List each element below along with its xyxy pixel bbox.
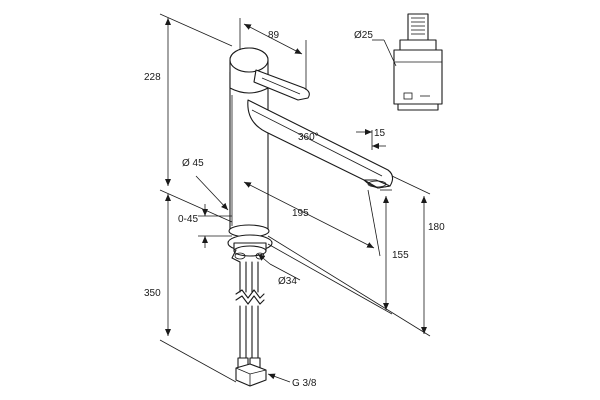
dimension-labels: 228 350 89 360° 15 Ø 45 0-45 195 155 180… [144, 30, 445, 389]
label-cartridge-diameter: Ø25 [354, 30, 373, 41]
label-total-height: 228 [144, 72, 161, 83]
label-counter-thickness: 0-45 [178, 214, 198, 225]
label-spout-reach: 195 [292, 208, 309, 219]
lever-handle [229, 47, 310, 101]
label-base-diameter: Ø 45 [182, 158, 204, 169]
mounting-assembly [227, 234, 273, 263]
label-spout-thickness: 15 [374, 128, 386, 139]
label-lever-length: 89 [268, 30, 280, 41]
cartridge [393, 13, 443, 111]
label-swivel-angle: 360° [298, 132, 319, 143]
label-thread: G 3/8 [292, 378, 317, 389]
dimension-lines [159, 13, 431, 383]
label-spout-height: 180 [428, 222, 445, 233]
label-below-counter: 350 [144, 288, 161, 299]
label-hole-diameter: Ø34 [278, 276, 297, 287]
supply-hoses [235, 261, 267, 387]
spout [247, 99, 394, 189]
faucet-body [228, 71, 270, 238]
label-outlet-height: 155 [392, 250, 409, 261]
